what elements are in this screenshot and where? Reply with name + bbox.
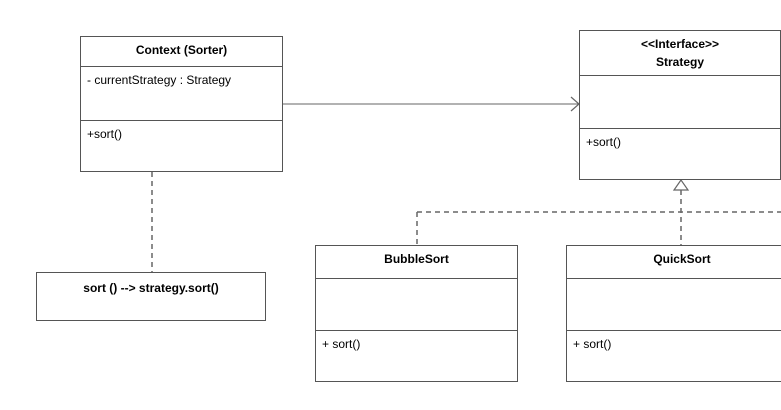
class-quicksort-method: + sort() (567, 330, 781, 381)
class-context[interactable]: Context (Sorter) - currentStrategy : Str… (80, 36, 283, 172)
class-bubblesort-method: + sort() (316, 330, 517, 381)
interface-strategy-header: <<Interface>> Strategy (580, 31, 780, 75)
interface-strategy-name: Strategy (655, 55, 705, 69)
class-quicksort-name: QuickSort (653, 252, 711, 266)
class-bubblesort[interactable]: BubbleSort + sort() (315, 245, 518, 382)
class-context-attribute: - currentStrategy : Strategy (81, 66, 282, 120)
interface-strategy[interactable]: <<Interface>> Strategy +sort() (579, 30, 781, 180)
class-context-name: Context (Sorter) (135, 43, 228, 57)
note-box[interactable]: sort () --> strategy.sort() (36, 272, 266, 321)
interface-strategy-method: +sort() (580, 128, 780, 179)
interface-strategy-attributes (580, 75, 780, 128)
interface-stereotype: <<Interface>> (640, 37, 720, 51)
class-bubblesort-name: BubbleSort (384, 252, 449, 266)
class-bubblesort-attributes (316, 278, 517, 330)
note-text: sort () --> strategy.sort() (83, 281, 219, 295)
class-quicksort-attributes (567, 278, 781, 330)
class-quicksort[interactable]: QuickSort + sort() (566, 245, 781, 382)
realization-triangle (672, 178, 690, 191)
class-context-method: +sort() (81, 120, 282, 171)
